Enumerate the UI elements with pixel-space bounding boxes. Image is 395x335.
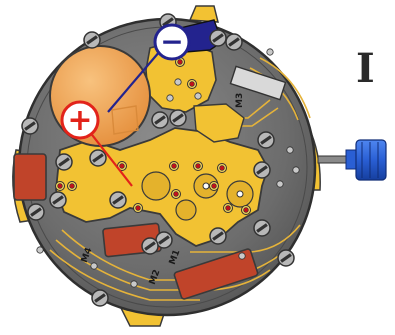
positive-symbol: + [67,103,92,138]
negative-symbol: − [160,25,183,58]
negative-terminal-icon: − [155,25,189,59]
positive-terminal-icon: + [62,102,98,138]
marking-m3: M3 [235,93,245,108]
coil-left [14,154,46,200]
crown-stem [318,140,386,180]
step-label: I [356,44,395,94]
